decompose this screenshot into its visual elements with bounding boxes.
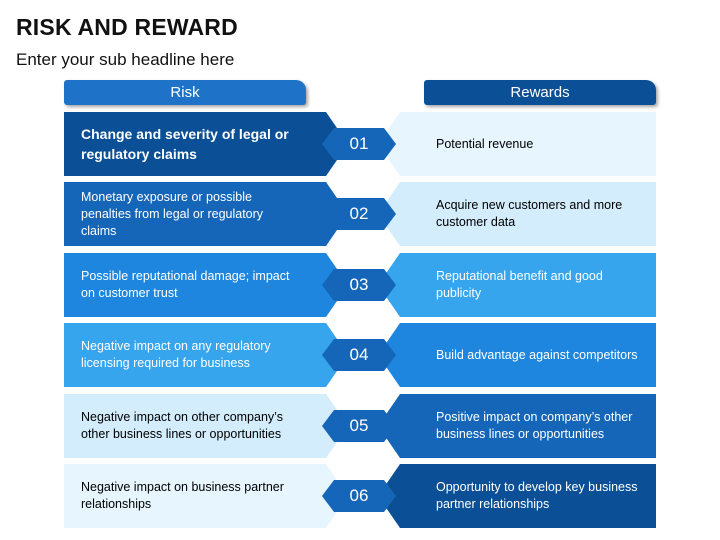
reward-box: [378, 112, 656, 176]
risk-reward-row-6: Negative impact on business partner rela…: [0, 464, 720, 528]
risk-reward-row-5: Negative impact on other company’s other…: [0, 394, 720, 458]
reward-text: Reputational benefit and good publicity: [436, 269, 603, 300]
reward-text: Positive impact on company’s other busin…: [436, 410, 633, 441]
reward-box: [378, 464, 656, 528]
risk-reward-row-4: Negative impact on any regulatory licens…: [0, 323, 720, 387]
risk-reward-row-1: Change and severity of legal or regulato…: [0, 112, 720, 176]
risk-text: Negative impact on business partner rela…: [81, 480, 284, 511]
reward-text: Build advantage against competitors: [436, 347, 638, 362]
risk-box: [64, 182, 348, 246]
reward-box: [378, 253, 656, 317]
rewards-column-header: Rewards: [424, 80, 656, 105]
row-number-badge: 06: [322, 480, 396, 512]
risk-text: Monetary exposure or possible penalties …: [81, 189, 264, 238]
risk-text: Change and severity of legal or regulato…: [81, 126, 289, 162]
reward-text: Acquire new customers and more customer …: [436, 198, 623, 229]
row-number-badge: 01: [322, 128, 396, 160]
risk-column-header: Risk: [64, 80, 306, 105]
page-title: RISK AND REWARD: [16, 14, 238, 40]
row-number-badge: 04: [322, 339, 396, 371]
page-subtitle: Enter your sub headline here: [16, 50, 235, 69]
reward-text: Opportunity to develop key business part…: [436, 480, 638, 511]
row-number-badge: 05: [322, 410, 396, 442]
reward-text: Potential revenue: [436, 136, 534, 151]
row-number-badge: 03: [322, 269, 396, 301]
reward-box: [378, 394, 656, 458]
risk-box: [64, 112, 348, 176]
risk-text: Possible reputational damage; impact on …: [81, 269, 290, 300]
risk-reward-row-3: Possible reputational damage; impact on …: [0, 253, 720, 317]
reward-box: [378, 323, 656, 387]
risk-box: [64, 253, 348, 317]
row-number-badge: 02: [322, 198, 396, 230]
risk-text: Negative impact on other company’s other…: [81, 410, 283, 441]
risk-box: [64, 323, 348, 387]
risk-box: [64, 464, 348, 528]
risk-box: [64, 394, 348, 458]
risk-reward-row-2: Monetary exposure or possible penalties …: [0, 182, 720, 246]
reward-box: [378, 182, 656, 246]
risk-text: Negative impact on any regulatory licens…: [81, 339, 271, 370]
